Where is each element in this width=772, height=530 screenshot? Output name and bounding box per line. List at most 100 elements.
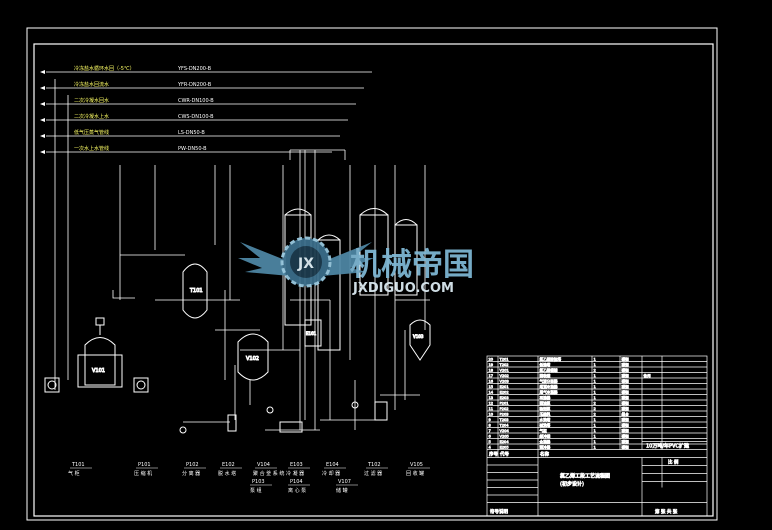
title-block-cell: 碳钢 bbox=[622, 362, 630, 367]
drawing-subtitle-2: (初步设计) bbox=[560, 481, 584, 488]
arrow-icon bbox=[40, 86, 45, 90]
title-block-cell: 回收罐 bbox=[540, 373, 551, 378]
title-block-cell: 碱洗塔 bbox=[540, 422, 551, 427]
title-block-cell: 2 bbox=[594, 407, 596, 411]
equipment-label-tag: E104 bbox=[326, 462, 339, 468]
title-block-cell: 1 bbox=[594, 385, 596, 389]
filter-1 bbox=[227, 414, 237, 432]
utility-line: 二次冷凝水回水 CWR-DN100-B bbox=[40, 97, 356, 106]
title-block-cell: 低沸塔 bbox=[540, 362, 551, 367]
column-d bbox=[394, 219, 418, 296]
title-block-cell: 缓冲罐 bbox=[540, 433, 551, 438]
equipment-label-name: 回 收 罐 bbox=[406, 470, 424, 477]
title-block-cell: V205 bbox=[500, 434, 509, 438]
title-block-cell: V204 bbox=[500, 429, 510, 433]
equipment-label: P103 泵 组 bbox=[250, 479, 272, 494]
title-block-cell: 15 bbox=[489, 385, 494, 389]
equipment-label-tag: E103 bbox=[290, 462, 303, 468]
title-block-cell: 碳钢 bbox=[622, 428, 630, 433]
utility-line-name: 二次冷凝水回水 bbox=[74, 97, 109, 104]
utility-line-code: CWR-DN100-B bbox=[178, 98, 214, 104]
pump-left bbox=[44, 377, 60, 393]
title-block-cell: 碳钢 bbox=[622, 439, 630, 444]
pump-left-motor bbox=[47, 380, 57, 390]
title-block-cell: 碳钢 bbox=[622, 400, 630, 405]
title-block-cell: 压缩机 bbox=[540, 411, 551, 416]
arrow-icon bbox=[40, 150, 45, 154]
title-block-cell: P202 bbox=[500, 407, 509, 411]
equipment-label-tag: T102 bbox=[367, 462, 381, 468]
utility-line: 冷冻盐水回流水 YFR-DN200-B bbox=[40, 81, 364, 90]
title-block-cell: 2 bbox=[594, 412, 596, 416]
equipment-label-name: 泵 组 bbox=[250, 487, 262, 494]
equipment: V101 T101 V102 E101 bbox=[44, 208, 431, 434]
pump-right bbox=[133, 377, 149, 393]
title-block-cell: 碳钢 bbox=[622, 384, 630, 389]
arrow-icon bbox=[40, 118, 45, 122]
title-block-cell: 全凝器 bbox=[540, 439, 551, 444]
title-block-cell: 7 bbox=[489, 429, 491, 433]
equipment-label: T101 气 柜 bbox=[68, 462, 92, 477]
tank-v102: V102 bbox=[237, 333, 269, 381]
title-block-cell: 1 bbox=[594, 379, 596, 383]
equipment-label-tag: T101 bbox=[71, 462, 85, 468]
equipment-label-name: 气 柜 bbox=[68, 470, 80, 477]
title-block-cell: 1 bbox=[594, 445, 596, 449]
title-block-header: 代号 bbox=[500, 451, 509, 458]
title-block-cell: 1 bbox=[594, 434, 596, 438]
utility-line-code: YFR-DN200-B bbox=[177, 82, 212, 88]
title-block-header: 序号 bbox=[489, 451, 498, 458]
equipment-label-name: 压 缩 机 bbox=[134, 470, 152, 477]
equipment-tag: V102 bbox=[246, 356, 259, 362]
title-block-cell: 19 bbox=[489, 363, 494, 367]
title-block-cell: 2 bbox=[594, 401, 596, 405]
title-block-cell: P203 bbox=[500, 412, 509, 416]
title-block-cell: 氯乙烯精馏塔 bbox=[540, 356, 562, 361]
title-block-cell: 碳钢 bbox=[622, 444, 630, 449]
equipment-label-name: 离 心 泵 bbox=[288, 487, 306, 494]
title-block-cell: P201 bbox=[500, 401, 509, 405]
reactor-v101: V101 bbox=[77, 317, 123, 388]
title-block-cell: 1 bbox=[594, 440, 596, 444]
title-block-cell: 尾气冷凝器 bbox=[540, 389, 558, 394]
title-block-cell: E204 bbox=[500, 440, 510, 444]
utility-line-name: 冷冻盐水循环水回（-5℃） bbox=[74, 65, 135, 72]
logo-badge: JX bbox=[297, 256, 314, 272]
title-block-cell: 水洗塔 bbox=[540, 417, 551, 422]
title-block-cell: E201 bbox=[500, 385, 509, 389]
equipment-label-tag: P103 bbox=[252, 479, 265, 485]
drawing-subtitle: 氯乙烯工段工艺流程图 bbox=[560, 473, 610, 480]
title-block-cell: 9 bbox=[489, 418, 492, 422]
utility-line-code: PW-DN50-B bbox=[178, 146, 207, 152]
title-block-cell: V203 bbox=[500, 379, 509, 383]
title-block-cell: E203 bbox=[500, 396, 509, 400]
title-block-cell: E205 bbox=[500, 445, 509, 449]
equipment-label-tag: P104 bbox=[290, 479, 303, 485]
gear-inner bbox=[290, 246, 322, 278]
title-block-cell: 碳钢 bbox=[622, 367, 630, 372]
utility-line-name: 冷冻盐水回流水 bbox=[74, 81, 109, 88]
utility-line-name: 低气压蒸气管线 bbox=[74, 129, 109, 136]
arrow-icon bbox=[40, 102, 45, 106]
title-block-cell: 碳钢 bbox=[622, 389, 630, 394]
title-block-cell: 输送泵 bbox=[540, 406, 551, 411]
drawing-title: 10万吨/年PVC扩建 bbox=[646, 443, 689, 450]
equipment-tag: E101 bbox=[306, 331, 317, 336]
equipment-label: P104 离 心 泵 bbox=[288, 479, 310, 494]
outer-frame bbox=[26, 27, 718, 521]
title-block-cell: 碳钢 bbox=[622, 417, 630, 422]
utility-line-code: CWS-DN100-B bbox=[178, 114, 214, 120]
equipment-label-name: 储 罐 bbox=[336, 487, 348, 494]
title-block-cell: 4 bbox=[489, 445, 492, 449]
title-block-cell: 再沸器 bbox=[540, 395, 551, 400]
title-block-cell: 碳钢 bbox=[622, 395, 630, 400]
utility-line-code: YFS-DN200-B bbox=[177, 66, 212, 72]
title-block-cell: 碳钢 bbox=[622, 373, 630, 378]
title-block-cell: 碳钢 bbox=[622, 378, 630, 383]
